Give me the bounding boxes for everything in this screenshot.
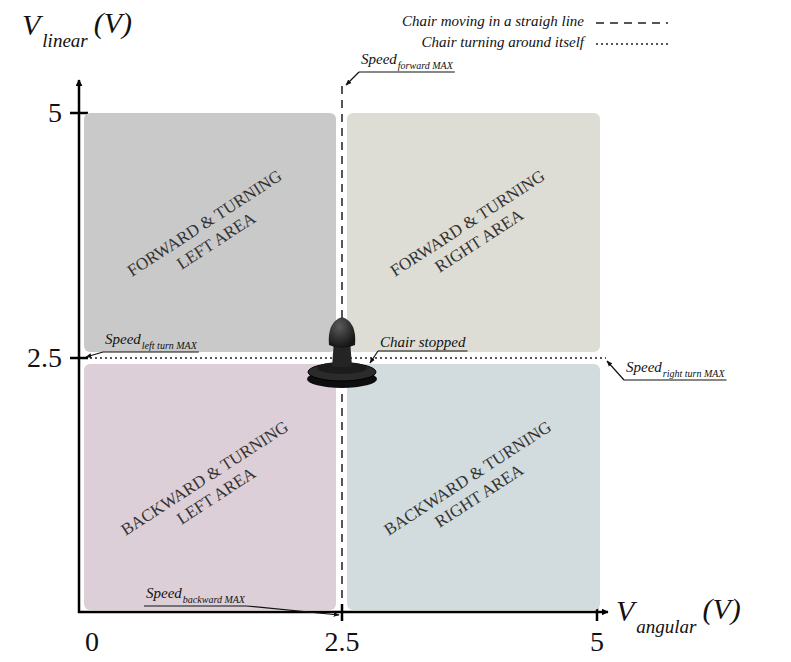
area-label: FORWARD & TURNING RIGHT AREA bbox=[372, 156, 575, 309]
area-label: BACKWARD & TURNING LEFT AREA bbox=[108, 411, 311, 564]
axis-label: V bbox=[616, 596, 634, 626]
speed-subscript: forward MAX bbox=[398, 61, 453, 71]
joystick-knob bbox=[329, 317, 355, 348]
speed-subscript: left turn MAX bbox=[142, 341, 197, 351]
legend-line-sample bbox=[596, 22, 668, 24]
area-label: BACKWARD & TURNING RIGHT AREA bbox=[372, 411, 575, 564]
leader-line bbox=[607, 361, 624, 380]
speed-subscript: backward MAX bbox=[183, 595, 245, 605]
label-underline bbox=[378, 350, 467, 351]
legend-text: Chair turning around itself bbox=[422, 35, 584, 50]
speed-label: Speed bbox=[146, 586, 182, 601]
label-underline bbox=[103, 351, 199, 352]
axis-subscript: angular bbox=[636, 617, 696, 636]
tick-label: 5 bbox=[48, 99, 62, 127]
state-label: Chair stopped bbox=[380, 335, 465, 350]
legend-text: Chair moving in a straigh line bbox=[402, 14, 584, 29]
label-underline bbox=[624, 379, 727, 380]
speed-subscript: right turn MAX bbox=[663, 369, 725, 379]
tick-label: 2.5 bbox=[325, 628, 360, 656]
area-label: FORWARD & TURNING LEFT AREA bbox=[108, 156, 311, 309]
speed-label: Speed bbox=[626, 360, 662, 375]
axis-label: V bbox=[22, 10, 40, 40]
axis-unit: (V) bbox=[703, 594, 741, 624]
leader-line bbox=[346, 72, 359, 85]
axis-unit: (V) bbox=[94, 8, 132, 38]
leader-line bbox=[86, 352, 103, 357]
quadrant-area: FORWARD & TURNING LEFT AREA bbox=[84, 113, 336, 352]
tick-label: 0 bbox=[85, 628, 99, 656]
quadrant-area: BACKWARD & TURNING RIGHT AREA bbox=[347, 364, 600, 610]
leader-line bbox=[247, 606, 339, 615]
joystick-illustration bbox=[307, 317, 377, 388]
speed-label: Speed bbox=[361, 52, 397, 67]
tick-label: 2.5 bbox=[27, 344, 62, 372]
axis-subscript: linear bbox=[42, 31, 87, 50]
label-underline bbox=[144, 605, 247, 606]
speed-label: Speed bbox=[105, 332, 141, 347]
quadrant-area: FORWARD & TURNING RIGHT AREA bbox=[347, 113, 600, 352]
vertical-axis bbox=[78, 80, 81, 613]
legend-line-sample bbox=[596, 43, 668, 45]
quadrant-area: BACKWARD & TURNING LEFT AREA bbox=[84, 364, 336, 610]
tick-mark bbox=[70, 357, 88, 360]
label-underline bbox=[359, 71, 455, 72]
tick-label: 5 bbox=[590, 628, 604, 656]
leader-line bbox=[370, 351, 378, 363]
tick-mark bbox=[341, 604, 344, 621]
